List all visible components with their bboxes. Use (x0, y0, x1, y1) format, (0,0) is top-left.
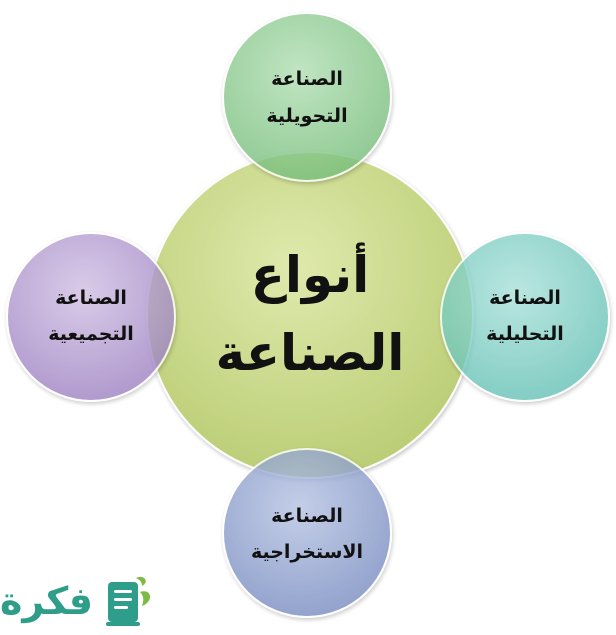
left-circle: الصناعة التجميعية (6, 232, 176, 402)
site-logo: فكرة (0, 570, 160, 632)
top-circle-line1: الصناعة (271, 68, 343, 90)
bottom-circle-line2: الاستخراجية (251, 541, 363, 563)
bottom-circle-line1: الصناعة (271, 505, 343, 527)
center-title-line1: أنواع (251, 242, 370, 305)
left-circle-line2: التجميعية (48, 323, 134, 345)
logo-wordmark: فكرة (0, 579, 94, 623)
document-leaf-icon (106, 576, 151, 626)
right-circle: الصناعة التحليلية (440, 232, 610, 402)
left-circle-line1: الصناعة (55, 287, 127, 309)
center-circle: أنواع الصناعة (146, 151, 474, 479)
center-title-line2: الصناعة (216, 324, 405, 382)
top-circle: الصناعة التحويلية (222, 12, 392, 182)
top-circle-line2: التحويلية (266, 105, 347, 127)
right-circle-line2: التحليلية (486, 323, 564, 345)
right-circle-line1: الصناعة (489, 287, 561, 309)
bottom-circle: الصناعة الاستخراجية (222, 448, 392, 618)
